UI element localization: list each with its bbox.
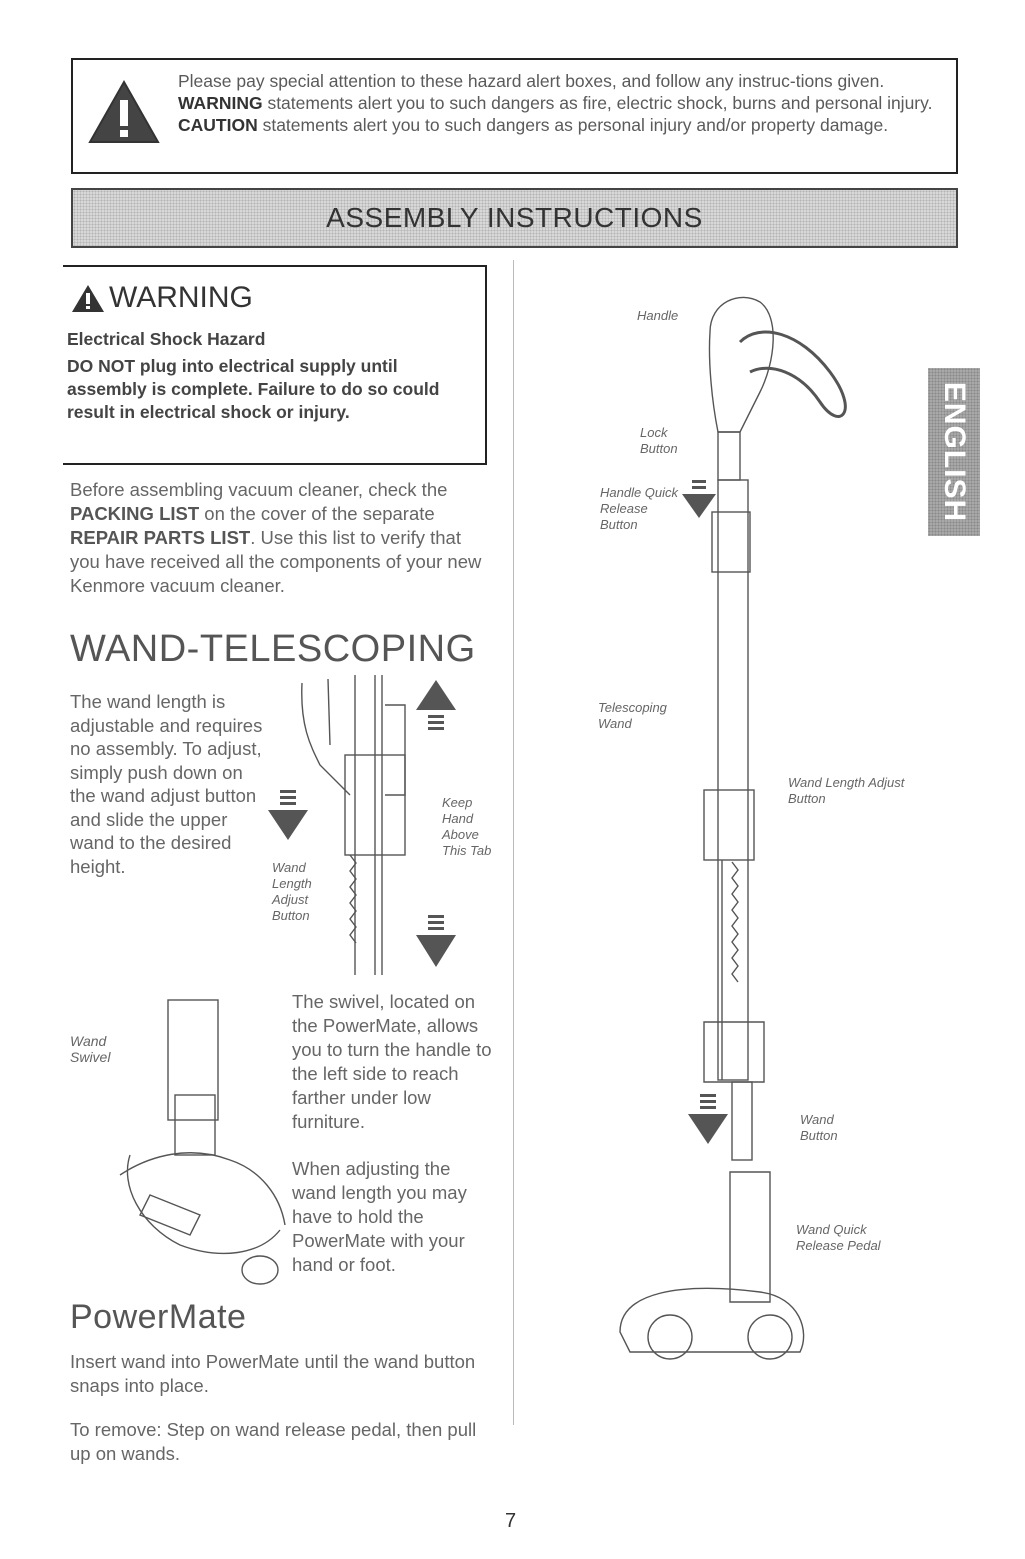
lock-button-label: Lock Button bbox=[640, 425, 678, 456]
warning-keyword: WARNING bbox=[178, 93, 263, 113]
warning-triangle-icon bbox=[88, 79, 160, 143]
column-divider bbox=[513, 260, 514, 1425]
wand-swivel-illustration bbox=[119, 999, 286, 1285]
swivel-adjust-note: When adjusting the wand length you may h… bbox=[292, 1158, 467, 1275]
wand-adjust-illustration bbox=[268, 675, 456, 975]
wand-swivel-label: Wand Swivel bbox=[70, 1033, 111, 1065]
hazard-notice-text: Please pay special attention to these ha… bbox=[178, 71, 933, 135]
wand-length-adjust-button-label: Wand Length Adjust Button bbox=[788, 775, 905, 806]
down-arrow-icon bbox=[268, 790, 308, 840]
warning-subtitle: Electrical Shock Hazard bbox=[67, 329, 266, 349]
banner-title: ASSEMBLY INSTRUCTIONS bbox=[326, 202, 703, 233]
down-arrow-icon bbox=[682, 480, 716, 518]
keep-hand-label: Keep Hand Above This Tab bbox=[442, 795, 492, 858]
powermate-paragraph-2: To remove: Step on wand release pedal, t… bbox=[70, 1419, 477, 1464]
hazard-notice-box: Please pay special attention to these ha… bbox=[71, 58, 958, 174]
wand-quick-release-pedal-label: Wand Quick Release Pedal bbox=[796, 1222, 881, 1253]
up-arrow-icon bbox=[416, 680, 456, 730]
down-arrow-icon bbox=[416, 915, 456, 967]
swivel-body: The swivel, located on the PowerMate, al… bbox=[292, 991, 492, 1132]
telescoping-wand-label: Telescoping Wand bbox=[598, 700, 667, 731]
wand-telescoping-heading: WAND-TELESCOPING bbox=[70, 628, 476, 670]
wand-length-adjust-label: Wand Length Adjust Button bbox=[272, 860, 312, 923]
wand-telescoping-body: The wand length is adjustable and requir… bbox=[70, 691, 263, 877]
powermate-heading: PowerMate bbox=[70, 1298, 247, 1336]
quick-release-label: Handle Quick Release Button bbox=[600, 485, 679, 532]
language-tab-label: ENGLISH bbox=[938, 381, 971, 523]
caution-keyword: CAUTION bbox=[178, 115, 258, 135]
warning-triangle-icon bbox=[72, 285, 104, 312]
vacuum-wand-diagram bbox=[619, 296, 847, 1360]
handle-label: Handle bbox=[637, 308, 679, 323]
warning-box: WARNING Electrical Shock Hazard DO NOT p… bbox=[63, 265, 487, 465]
wand-button-label: Wand Button bbox=[800, 1112, 838, 1143]
page-number: 7 bbox=[505, 1510, 517, 1532]
warning-heading: WARNING bbox=[71, 281, 253, 315]
intro-paragraph: Before assembling vacuum cleaner, check … bbox=[70, 479, 482, 596]
language-tab: ENGLISH bbox=[928, 368, 980, 536]
down-arrow-icon bbox=[688, 1094, 728, 1144]
powermate-paragraph-1: Insert wand into PowerMate until the wan… bbox=[70, 1351, 476, 1396]
section-banner: ASSEMBLY INSTRUCTIONS bbox=[71, 188, 958, 248]
warning-body: DO NOT plug into electrical supply until… bbox=[67, 356, 440, 422]
